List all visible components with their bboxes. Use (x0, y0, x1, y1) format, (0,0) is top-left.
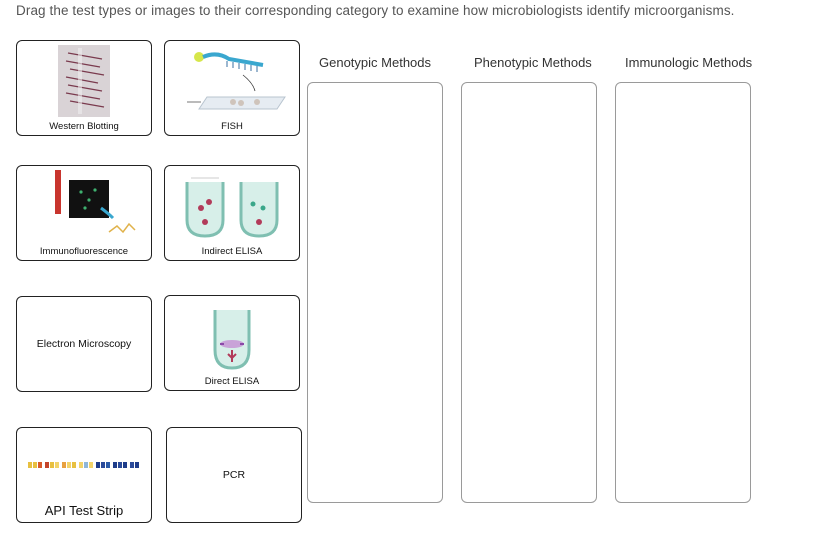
immunofluorescence-image (17, 170, 151, 242)
fish-probe-slide-image (165, 45, 299, 117)
card-indirect-elisa[interactable]: Indirect ELISA (164, 165, 300, 261)
category-title-genotypic: Genotypic Methods (319, 55, 432, 70)
card-direct-elisa[interactable]: Direct ELISA (164, 295, 300, 391)
direct-elisa-well-image (165, 306, 299, 372)
card-electron-microscopy[interactable]: Electron Microscopy (16, 296, 152, 392)
drop-zone-genotypic[interactable] (307, 82, 443, 503)
category-title-immunologic: Immunologic Methods (625, 55, 753, 70)
card-fish[interactable]: FISH (164, 40, 300, 136)
card-label: Direct ELISA (204, 376, 260, 387)
card-label: FISH (221, 121, 243, 132)
western-blot-gel-image (17, 45, 151, 117)
card-western-blotting[interactable]: Western Blotting (16, 40, 152, 136)
indirect-elisa-wells-image (165, 170, 299, 242)
card-label: PCR (222, 469, 246, 481)
card-label: Western Blotting (49, 121, 119, 132)
category-title-phenotypic: Phenotypic Methods (474, 55, 592, 70)
card-pcr[interactable]: PCR (166, 427, 302, 523)
card-immunofluorescence[interactable]: Immunofluorescence (16, 165, 152, 261)
card-label: Indirect ELISA (201, 246, 263, 257)
api-test-strip-image (17, 460, 151, 470)
drop-zone-phenotypic[interactable] (461, 82, 597, 503)
drop-zone-immunologic[interactable] (615, 82, 751, 503)
card-label: Electron Microscopy (36, 338, 132, 350)
instructions: Drag the test types or images to their c… (16, 3, 735, 18)
card-label: Immunofluorescence (39, 246, 129, 257)
card-api-test-strip[interactable]: API Test Strip (16, 427, 152, 523)
card-label: API Test Strip (44, 503, 124, 518)
